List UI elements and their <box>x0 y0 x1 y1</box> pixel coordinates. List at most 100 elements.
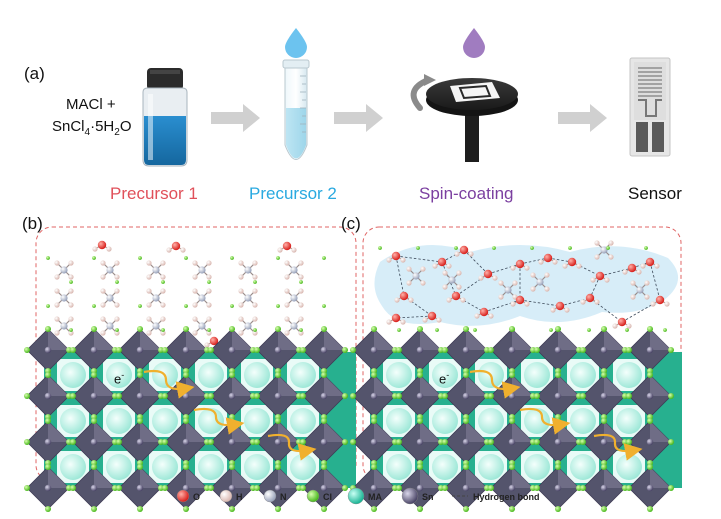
h-atom <box>100 330 106 336</box>
cl-atom <box>509 326 515 332</box>
h-atom <box>580 299 586 305</box>
cl-atom <box>300 393 306 399</box>
cl-atom <box>116 439 122 445</box>
cl-atom <box>534 393 540 399</box>
h-atom <box>206 330 212 336</box>
h-atom <box>180 247 186 253</box>
ma-cation <box>570 362 596 388</box>
octahedron-facet <box>604 467 625 488</box>
h-atom <box>68 288 74 294</box>
h-atom <box>298 316 304 322</box>
hydrogen-atom-icon: H <box>219 489 243 503</box>
h-atom <box>114 302 120 308</box>
cl-atom <box>229 326 235 332</box>
cl-atom <box>555 418 561 424</box>
h-atom <box>594 254 600 260</box>
legend-label: Sn <box>422 492 434 502</box>
h-atom <box>192 330 198 336</box>
blue-drop-icon <box>285 28 307 58</box>
h-atom <box>400 257 406 263</box>
cl-atom <box>396 439 402 445</box>
ma-cation <box>244 362 270 388</box>
cl-atom <box>45 418 51 424</box>
cl-atom <box>509 418 515 424</box>
ma-cation <box>478 408 504 434</box>
h-atom <box>54 274 60 280</box>
h-atom <box>456 284 462 290</box>
cl-atom <box>626 439 632 445</box>
o-atom <box>595 271 605 281</box>
dashed-line-icon: Hydrogen bond <box>452 492 540 502</box>
octahedron-facet <box>278 375 299 396</box>
h-atom <box>206 316 212 322</box>
cl-atom <box>488 439 494 445</box>
sn-atom <box>416 484 424 492</box>
n-atom <box>412 272 420 280</box>
cl-atom <box>580 439 586 445</box>
h-atom <box>54 302 60 308</box>
h-atom <box>146 316 152 322</box>
n-atom <box>152 322 160 330</box>
h-atom <box>160 316 166 322</box>
h-atom <box>622 269 628 275</box>
octahedron-facet <box>650 467 671 488</box>
h-atom <box>442 270 448 276</box>
n-atom <box>152 266 160 274</box>
cl-atom <box>647 326 653 332</box>
octahedron-facet <box>604 329 625 350</box>
sn-atom <box>508 346 516 354</box>
cl-atom <box>342 485 348 491</box>
cl-atom <box>342 347 348 353</box>
h-atom <box>114 288 120 294</box>
cl-atom <box>275 464 281 470</box>
h-atom <box>68 302 74 308</box>
sn-atom <box>44 346 52 354</box>
hydrogen-bond <box>487 263 521 275</box>
octahedron-facet <box>278 467 299 488</box>
cl-atom <box>24 347 30 353</box>
cl-atom <box>555 326 561 332</box>
h-atom <box>530 286 536 292</box>
h-atom <box>386 319 392 325</box>
octahedron-facet <box>558 329 579 350</box>
h-atom <box>664 301 670 307</box>
ma-cation <box>106 454 132 480</box>
o-atom <box>479 307 489 317</box>
ma-cation <box>616 408 642 434</box>
h-atom <box>488 313 494 319</box>
n-atom <box>504 286 512 294</box>
ma-cation <box>290 408 316 434</box>
cl-ion <box>454 246 458 250</box>
h-atom <box>406 266 412 272</box>
cl-ion <box>663 328 667 332</box>
cl-atom <box>45 464 51 470</box>
h-atom <box>640 263 646 269</box>
h-atom <box>442 284 448 290</box>
sn-atom <box>44 484 52 492</box>
o-atom <box>97 240 107 250</box>
cl-atom <box>137 506 143 512</box>
sn-atom <box>182 484 190 492</box>
h-atom <box>524 301 530 307</box>
legend-label: O <box>193 492 200 502</box>
h-atom <box>630 280 636 286</box>
n-atom <box>106 266 114 274</box>
h-atom <box>298 330 304 336</box>
cl-atom <box>488 485 494 491</box>
h-atom <box>432 263 438 269</box>
cl-atom <box>509 464 515 470</box>
h-atom <box>238 316 244 322</box>
cl-atom <box>555 372 561 378</box>
cl-ion <box>46 304 50 308</box>
octahedron-facet <box>232 375 253 396</box>
h-atom <box>284 302 290 308</box>
h-atom <box>284 260 290 266</box>
o-atom <box>617 317 627 327</box>
h-atom <box>206 260 212 266</box>
cl-atom <box>534 439 540 445</box>
cl-atom <box>350 347 356 353</box>
cl-atom <box>116 393 122 399</box>
n-atom <box>106 322 114 330</box>
h-atom <box>524 265 530 271</box>
